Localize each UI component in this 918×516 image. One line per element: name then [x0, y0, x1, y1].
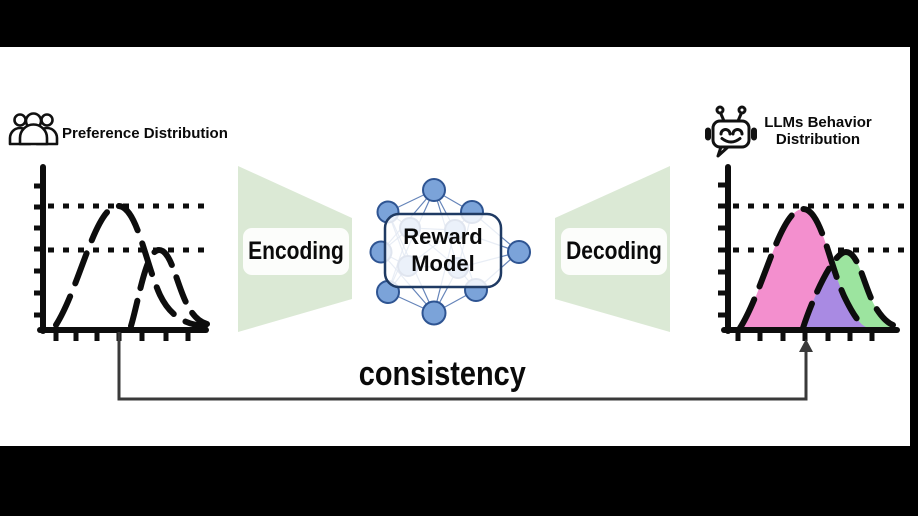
llm-behavior-chart	[718, 164, 905, 341]
reward-model-label: Reward Model	[403, 224, 483, 276]
letterbox-bottom	[0, 446, 918, 516]
llm-behavior-distribution-title: LLMs Behavior Distribution	[764, 114, 872, 148]
preference-distribution-chart	[34, 164, 210, 341]
y-axis-ticks	[34, 183, 44, 318]
encoding-label: Encoding	[248, 237, 344, 265]
people-group-icon	[8, 112, 59, 146]
decoding-label: Decoding	[566, 237, 662, 265]
small-bell-curve	[128, 246, 210, 329]
x-axis-ticks	[53, 332, 191, 341]
reward-model-network	[369, 178, 531, 326]
overlap-distribution-fill	[803, 252, 866, 330]
preference-distribution-title: Preference Distribution	[62, 125, 228, 142]
consistency-arrow	[117, 332, 813, 401]
letterbox-top	[0, 0, 918, 47]
letterbox-right	[910, 0, 918, 516]
y-axis-ticks	[718, 182, 729, 318]
arrowhead-icon	[799, 339, 813, 352]
large-bell-outline	[737, 205, 869, 331]
encoding-funnel	[238, 166, 352, 332]
x-axis-ticks	[735, 332, 875, 341]
robot-icon	[705, 105, 757, 158]
small-bell-outline	[800, 248, 896, 331]
consistency-label: consistency	[358, 355, 526, 393]
decoding-funnel	[555, 166, 670, 332]
large-bell-curve	[53, 202, 208, 329]
reward-model-box	[383, 212, 503, 289]
